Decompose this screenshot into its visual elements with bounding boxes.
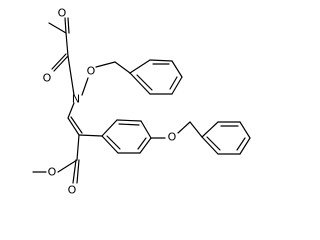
chemical-structure: O O N O O O O <box>32 7 251 197</box>
atom-labels: O O N O O O O <box>43 7 177 197</box>
bond <box>239 137 251 155</box>
bond <box>189 121 203 138</box>
bond <box>136 74 153 91</box>
bond <box>171 60 183 78</box>
bond <box>201 121 219 138</box>
bond <box>169 76 178 90</box>
bond <box>67 102 75 119</box>
bond <box>53 55 69 72</box>
bond <box>48 22 67 34</box>
acrylate-backbone <box>32 102 103 184</box>
bond <box>67 17 70 34</box>
bond <box>72 159 77 184</box>
bond <box>67 117 80 136</box>
bond <box>51 53 67 70</box>
bond <box>76 134 80 161</box>
phenylene-ring <box>101 119 152 154</box>
nitrogen-label: N <box>72 93 80 106</box>
bond <box>139 137 152 154</box>
acetoacetyl-fragment <box>48 17 75 96</box>
bond <box>76 159 80 184</box>
benzyloxy-fragment <box>150 121 251 155</box>
bond <box>206 136 221 151</box>
bond <box>81 77 89 96</box>
bond <box>64 17 67 34</box>
bond <box>137 137 147 150</box>
bond <box>149 59 173 62</box>
n-oxy-benzyl-fragment <box>81 59 183 96</box>
bond <box>106 135 121 150</box>
bond <box>171 76 183 95</box>
bond <box>78 134 103 137</box>
bond <box>114 61 131 74</box>
bond <box>177 121 191 134</box>
bond <box>101 135 119 154</box>
aryl-ether-oxygen-label: O <box>168 131 177 144</box>
bond <box>101 119 118 137</box>
ester-oxygen-label: O <box>48 166 57 179</box>
bond <box>236 137 246 151</box>
bond <box>140 120 152 139</box>
bond <box>70 116 83 134</box>
bond <box>201 136 219 155</box>
bond <box>67 55 75 96</box>
bond <box>65 32 69 57</box>
bond <box>95 61 116 68</box>
ester-carbonyl-oxygen-label: O <box>68 184 77 197</box>
bond <box>57 159 78 173</box>
bond <box>116 119 142 122</box>
bond <box>118 123 140 126</box>
bond <box>129 59 151 74</box>
n-oxygen-label: O <box>87 65 96 78</box>
amide-oxygen-label: O <box>43 72 52 85</box>
ketone-oxygen-label: O <box>58 7 67 20</box>
bond <box>129 72 151 95</box>
bond <box>239 121 251 139</box>
